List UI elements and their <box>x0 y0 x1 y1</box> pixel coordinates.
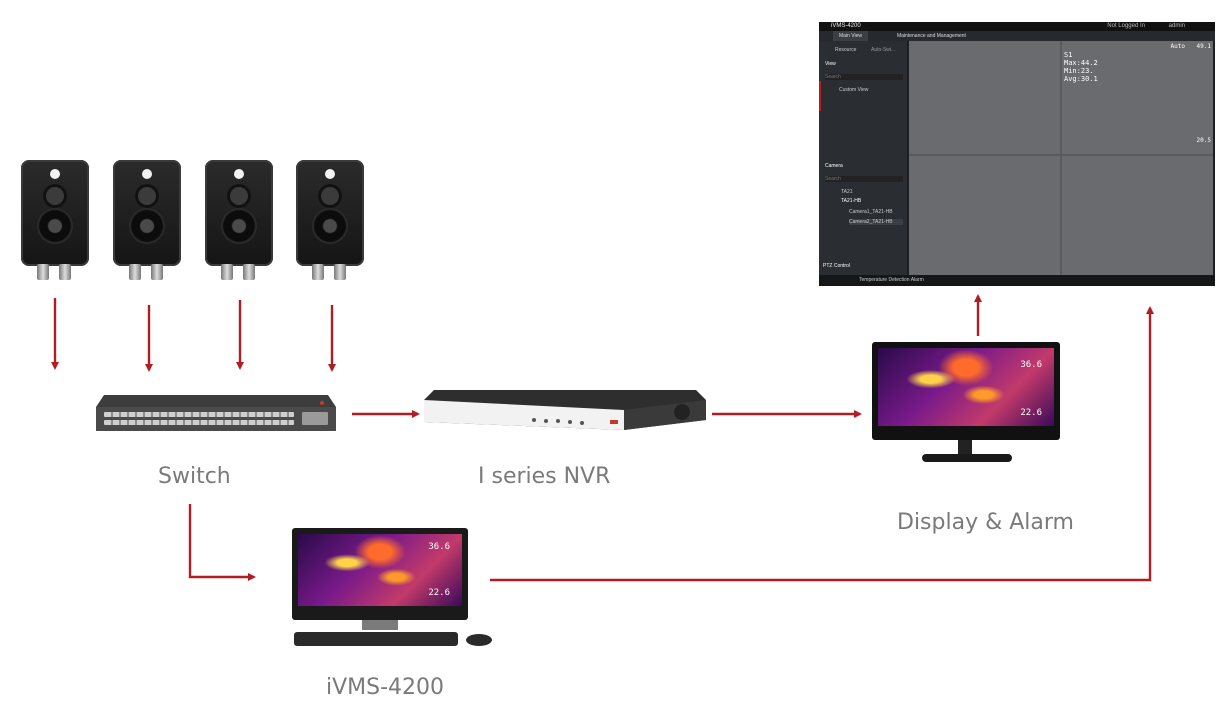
ivms-temp-bottom: 22.6 <box>428 588 450 598</box>
camera-search[interactable]: Search <box>825 176 903 182</box>
network-switch <box>96 395 336 431</box>
video-cell-empty-1[interactable] <box>909 156 1060 277</box>
camera-item-camera2[interactable]: Camera2_TA21-HB <box>849 219 903 225</box>
custom-view-item[interactable]: Custom View <box>839 87 869 93</box>
resource-panel: Resource Auto-Swi... View Search Custom … <box>819 41 907 277</box>
tab-auto-switch[interactable]: Auto-Swi... <box>871 47 896 53</box>
arrow-switch-ivms <box>188 504 256 581</box>
video-cell-visible[interactable] <box>909 41 1060 154</box>
user-name: admin <box>1168 23 1185 29</box>
camera-header: Camera <box>825 163 843 169</box>
overlay-stat-avg: Avg:30.1 <box>1064 75 1098 83</box>
camera-item-ta21-hb[interactable]: TA21-HB <box>841 198 862 204</box>
thermal-camera-4 <box>296 160 364 280</box>
view-search[interactable]: Search <box>825 74 903 80</box>
ivms-pc: 36.6 22.6 <box>290 528 498 652</box>
ivms-temp-top: 36.6 <box>428 542 450 552</box>
display-label: Display & Alarm <box>897 510 1074 535</box>
tab-main-view[interactable]: Main View <box>833 31 868 41</box>
overlay-mode: Auto <box>1170 43 1185 50</box>
switch-label: Switch <box>158 464 231 489</box>
window-title: iVMS-4200 <box>831 23 861 29</box>
thermal-camera-2 <box>113 160 181 280</box>
display-temp-bottom: 22.6 <box>1020 408 1042 418</box>
thermal-camera-3 <box>205 160 273 280</box>
arrow-ivms-window <box>490 306 1154 582</box>
alarm-text[interactable]: Temperature Detection Alarm <box>859 277 924 283</box>
window-titlebar: iVMS-4200 Not Logged In admin <box>819 22 1215 31</box>
video-grid: Auto 49.1 20.5 S1 Max:44.2 Min:23. Avg:3… <box>909 41 1213 277</box>
ivms-label: iVMS-4200 <box>326 675 445 700</box>
video-cell-empty-2[interactable] <box>1062 156 1213 277</box>
thermal-camera-1 <box>21 160 89 280</box>
nvr-device <box>424 390 706 430</box>
tab-maintenance[interactable]: Maintenance and Management <box>897 33 966 39</box>
camera-item-camera1[interactable]: Camera1_TA21-HB <box>849 209 893 215</box>
overlay-stat-s1: S1 <box>1064 51 1073 59</box>
video-cell-thermal[interactable]: Auto 49.1 20.5 S1 Max:44.2 Min:23. Avg:3… <box>1062 41 1213 154</box>
overlay-stat-min: Min:23. <box>1064 67 1094 75</box>
status-bar: Temperature Detection Alarm <box>819 275 1215 286</box>
display-temp-top: 36.6 <box>1020 360 1042 370</box>
camera-item-ta21[interactable]: TA21 <box>841 189 853 195</box>
view-header: View <box>825 61 836 67</box>
overlay-max-temp: 49.1 <box>1196 43 1211 50</box>
display-monitor: 36.6 22.6 <box>872 342 1060 468</box>
main-tabs: Main View Maintenance and Management <box>819 31 1215 41</box>
overlay-stat-max: Max:44.2 <box>1064 59 1098 67</box>
nvr-label: I series NVR <box>478 464 611 489</box>
ivms-client-window: iVMS-4200 Not Logged In admin Main View … <box>819 22 1215 286</box>
overlay-min-temp: 20.5 <box>1196 137 1211 144</box>
tab-resource[interactable]: Resource <box>835 47 857 53</box>
login-status: Not Logged In <box>1107 23 1145 29</box>
ptz-control[interactable]: PTZ Control <box>823 263 850 269</box>
